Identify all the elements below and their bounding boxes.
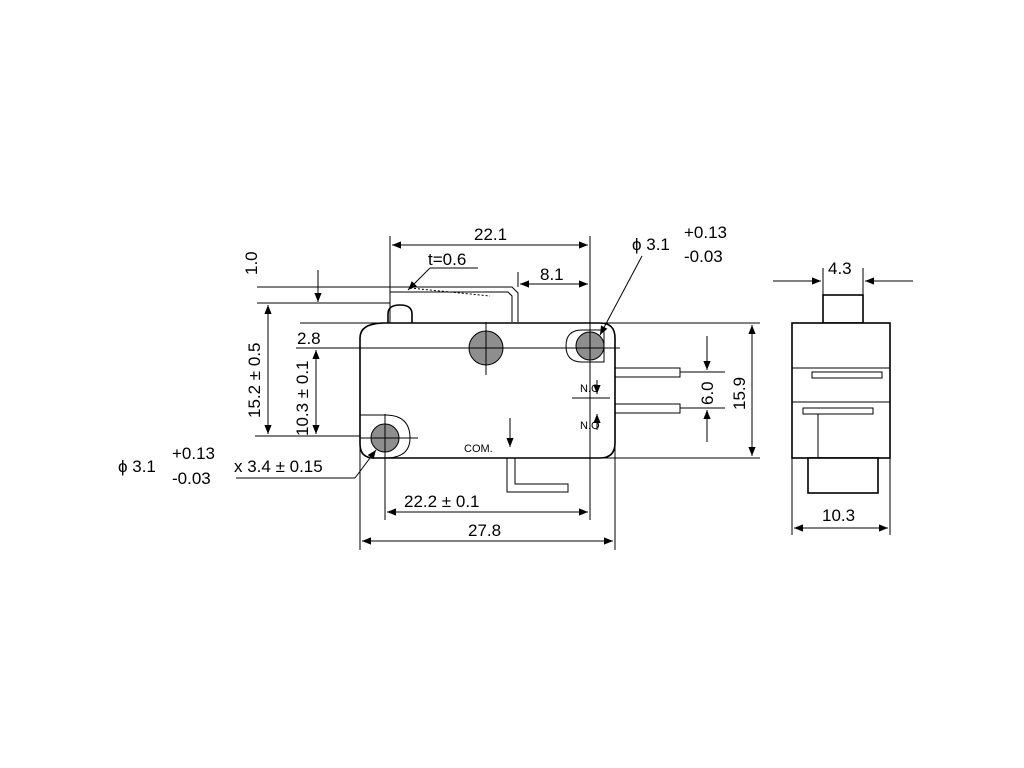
plunger: [822, 294, 864, 324]
dim-15-9: 15.9: [730, 377, 749, 410]
dim-thickness: t=0.6: [428, 250, 466, 269]
dim-22-2: 22.2 ± 0.1: [404, 492, 480, 511]
dim-2-8: 2.8: [297, 329, 321, 348]
svg-text:+0.13: +0.13: [172, 444, 215, 463]
svg-text:-0.03: -0.03: [684, 247, 723, 266]
side-view: [791, 294, 891, 494]
dim-6-0: 6.0: [698, 381, 717, 405]
svg-text:-0.03: -0.03: [172, 469, 211, 488]
svg-text:ϕ 3.1: ϕ 3.1: [118, 457, 156, 476]
right-hole-callout: ϕ 3.1 +0.13 -0.03: [599, 223, 727, 336]
dim-27-8: 27.8: [468, 521, 501, 540]
terminal-com: [506, 458, 569, 493]
terminal-no: [614, 403, 681, 414]
dim-1-0: 1.0: [242, 251, 261, 275]
label-com: COM.: [464, 443, 493, 455]
dim-22-1: 22.1: [474, 225, 507, 244]
dim-8-1: 8.1: [540, 265, 564, 284]
side-terminal: [807, 457, 879, 494]
lever: [390, 286, 519, 322]
dim-4-3: 4.3: [828, 259, 852, 278]
dim-10-3-horizontal: 10.3: [822, 506, 855, 525]
svg-text:x 3.4 ± 0.15: x 3.4 ± 0.15: [234, 457, 323, 476]
actuator-roller: [387, 304, 413, 323]
svg-text:ϕ 3.1: ϕ 3.1: [632, 235, 670, 254]
front-view: [330, 286, 681, 493]
dim-10-3-vertical: 10.3 ± 0.1: [293, 361, 312, 437]
terminal-nc: [614, 367, 681, 378]
switch-body: [359, 322, 616, 459]
left-hole-callout: ϕ 3.1 +0.13 -0.03 x 3.4 ± 0.15: [118, 444, 377, 488]
dim-15-2: 15.2 ± 0.5: [245, 343, 264, 419]
svg-text:+0.13: +0.13: [684, 223, 727, 242]
